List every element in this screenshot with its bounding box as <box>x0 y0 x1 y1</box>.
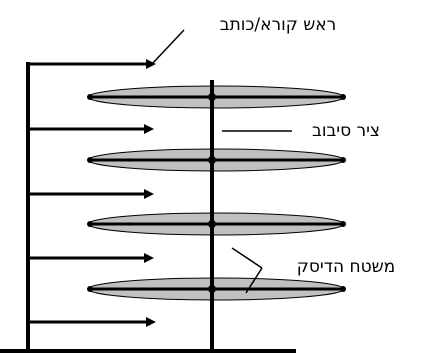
read-write-head-4 <box>144 253 154 263</box>
platter-1 <box>87 85 346 109</box>
spindle-label: ציר סיבוב <box>312 121 380 141</box>
platter-2 <box>87 148 346 172</box>
spindle <box>208 80 216 353</box>
platter-2-left-edge <box>87 157 93 163</box>
read-write-head-3 <box>144 189 154 199</box>
surface-callout-line-a <box>231 247 263 269</box>
spindle-hub-4 <box>208 285 216 293</box>
head-callout-line <box>151 29 185 65</box>
platter-4-right-edge <box>340 286 346 292</box>
spindle-hub-3 <box>208 220 216 228</box>
spindle-hub-2 <box>208 156 216 164</box>
read-write-head-2 <box>144 124 154 134</box>
platter-3-right-edge <box>340 221 346 227</box>
platter-4-left-edge <box>87 286 93 292</box>
platter-3-left-edge <box>87 221 93 227</box>
platter-3 <box>87 212 346 236</box>
read-write-head-1 <box>146 59 156 69</box>
spindle-hub-1 <box>208 93 216 101</box>
platter-1-right-edge <box>340 94 346 100</box>
platter-1-left-edge <box>87 94 93 100</box>
head-label: ראש קורא/כותב <box>220 15 336 35</box>
platter-surface-label: משטח הדיסק <box>297 257 395 277</box>
platters <box>87 85 346 301</box>
read-write-head-5 <box>146 317 156 327</box>
platter-2-right-edge <box>340 157 346 163</box>
platter-4 <box>87 277 346 301</box>
callouts <box>151 29 292 294</box>
surface-callout-line-b <box>245 267 263 294</box>
actuator-assembly <box>0 59 296 353</box>
